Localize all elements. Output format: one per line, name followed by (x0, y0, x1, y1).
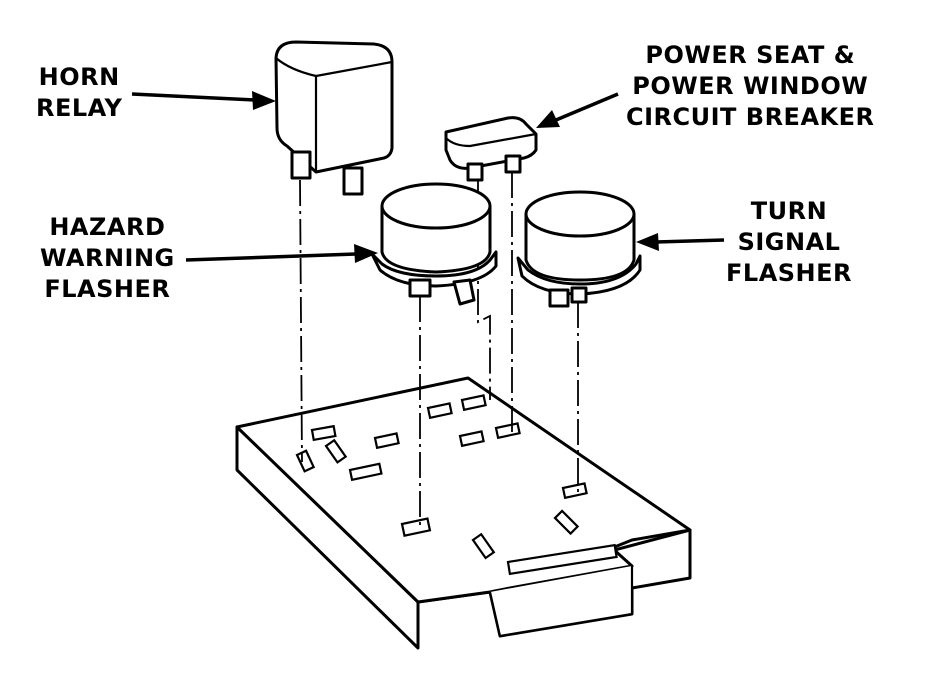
hazard-flasher-top (380, 182, 492, 230)
circuit-breaker-edge (445, 132, 537, 148)
socket-slot (458, 430, 485, 448)
label-circuit-breaker-line: POWER SEAT & (645, 41, 856, 69)
label-circuit-breaker: POWER SEAT & POWER WINDOW CIRCUIT BREAKE… (626, 40, 875, 133)
turn-flasher-top (524, 190, 636, 238)
label-hazard-flasher-line: FLASHER (44, 275, 171, 303)
leader-arrows (131, 91, 725, 263)
arrow-turn-flasher (655, 238, 725, 244)
socket-slot (310, 424, 337, 442)
socket-slot (561, 482, 588, 500)
socket-slot (373, 432, 400, 450)
label-turn-flasher: TURN SIGNAL FLASHER (726, 196, 852, 289)
horn-relay (274, 40, 394, 196)
horn-relay-pin (342, 166, 364, 196)
arrowhead-hazard-flasher (354, 244, 378, 263)
arrow-circuit-breaker (555, 92, 619, 122)
alignment-guides (299, 172, 579, 530)
socket-slot (471, 532, 496, 560)
socket-slot (324, 438, 348, 464)
arrowhead-circuit-breaker (536, 110, 560, 128)
label-horn-relay-line: RELAY (36, 94, 123, 122)
label-turn-flasher-line: FLASHER (726, 259, 853, 287)
block-top-face (235, 376, 692, 604)
label-hazard-flasher-line: WARNING (40, 244, 175, 272)
circuit-breaker (444, 116, 538, 182)
label-horn-relay: HORN RELAY (36, 62, 122, 124)
socket-slot (494, 422, 521, 440)
block-notch (488, 566, 634, 638)
label-horn-relay-line: HORN (38, 63, 120, 91)
socket-slot (553, 509, 580, 536)
label-turn-flasher-line: SIGNAL (737, 228, 841, 256)
label-hazard-flasher: HAZARD WARNING FLASHER (40, 212, 175, 305)
label-circuit-breaker-line: POWER WINDOW (632, 72, 869, 100)
hazard-flasher-pin (452, 278, 476, 306)
horn-relay-body (274, 40, 394, 174)
horn-relay-pin (290, 150, 312, 180)
socket-slot (400, 517, 432, 538)
arrowhead-turn-flasher (636, 233, 659, 251)
connector-slot (506, 543, 618, 576)
socket-slot (426, 402, 453, 420)
horn-relay-top-edge (275, 57, 393, 78)
hazard-flasher (370, 182, 498, 306)
hazard-flasher-pin (408, 278, 432, 298)
circuit-breaker-pin (504, 154, 522, 174)
guide-breaker-left (477, 172, 491, 400)
label-turn-flasher-line: TURN (750, 197, 828, 225)
circuit-breaker-pin (466, 162, 484, 182)
arrowhead-horn-relay (252, 91, 276, 110)
mounting-block (235, 376, 692, 650)
arrow-hazard-flasher (185, 252, 357, 262)
guide-horn-relay (299, 179, 303, 463)
socket-slot (348, 462, 383, 482)
turn-flasher-pin (570, 286, 588, 304)
socket-slot (460, 394, 487, 412)
turn-flasher (516, 190, 642, 308)
socket-slots (295, 394, 588, 560)
arrow-horn-relay (131, 92, 257, 102)
turn-flasher-pin (548, 288, 570, 308)
label-hazard-flasher-line: HAZARD (49, 213, 166, 241)
label-circuit-breaker-line: CIRCUIT BREAKER (626, 103, 875, 131)
